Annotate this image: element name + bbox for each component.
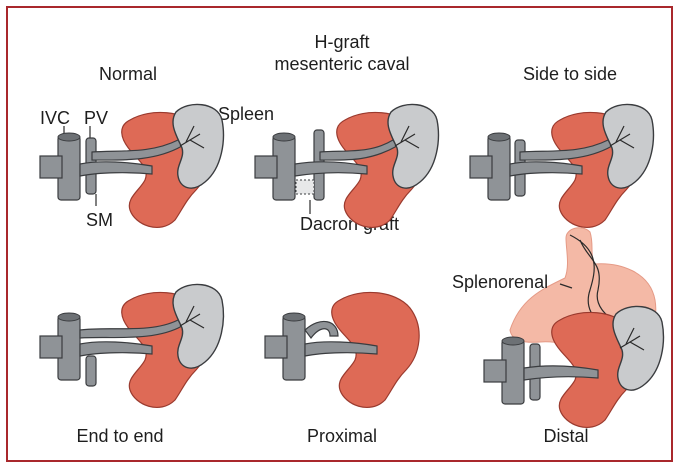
h-graft-title-line1: H-graft	[314, 32, 369, 52]
spleen-label: Spleen	[218, 104, 274, 124]
splenic-vein-stump	[305, 321, 338, 338]
splenorenal-label: Splenorenal	[452, 272, 548, 292]
renal-vein	[80, 162, 152, 176]
panel-side-to-side: Side to side	[470, 64, 653, 227]
portal-vein	[86, 356, 96, 386]
panel-end-to-end: End to end	[40, 284, 223, 446]
sm-label: SM	[86, 210, 113, 230]
pv-label: PV	[84, 108, 108, 128]
ivc-label: IVC	[40, 108, 70, 128]
dacron-graft	[296, 180, 314, 194]
end-to-end-title: End to end	[76, 426, 163, 446]
panel-distal: Splenorenal Distal	[452, 228, 663, 446]
panel-h-graft: H-graft mesenteric caval Dacron graft	[255, 32, 438, 234]
renal-vein-left-stub	[40, 156, 62, 178]
h-graft-title-line2: mesenteric caval	[274, 54, 409, 74]
ivc-opening	[58, 133, 80, 141]
distal-title: Distal	[543, 426, 588, 446]
panel-proximal: Proximal	[265, 292, 419, 446]
normal-title: Normal	[99, 64, 157, 84]
side-to-side-title: Side to side	[523, 64, 617, 84]
panel-normal: Normal IVC PV Spleen SM	[40, 64, 274, 230]
proximal-title: Proximal	[307, 426, 377, 446]
